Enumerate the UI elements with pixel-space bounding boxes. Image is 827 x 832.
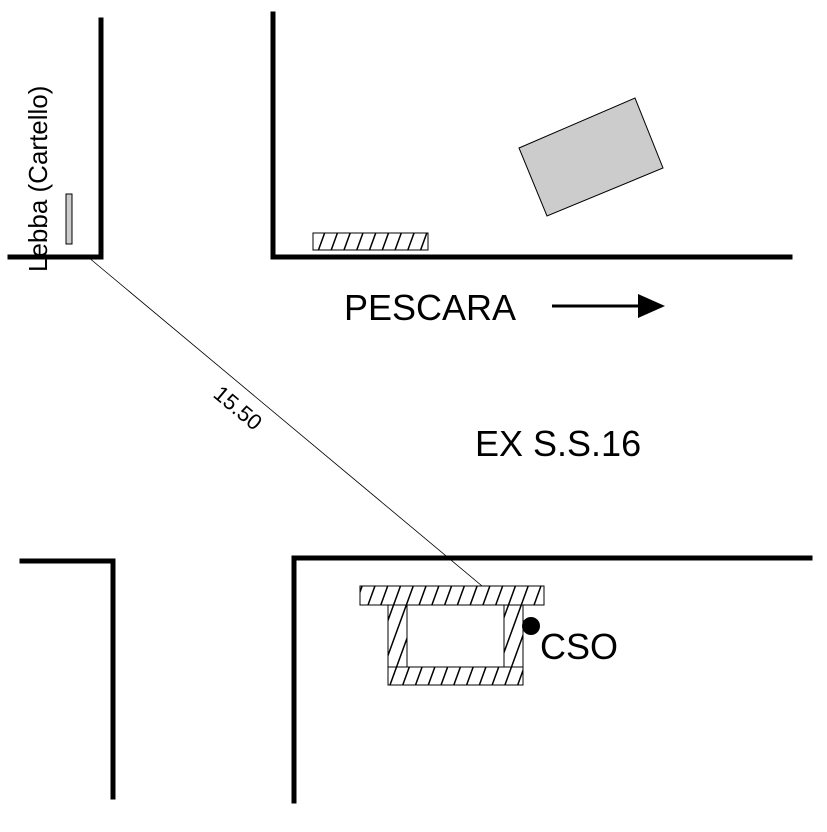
point-label: CSO xyxy=(540,626,618,667)
road-edges xyxy=(7,11,813,804)
hatched-structure-left xyxy=(387,604,408,668)
hatched-structure-top xyxy=(359,585,545,606)
direction-arrow-icon xyxy=(552,294,665,318)
sign-label: Lebba (Cartello) xyxy=(23,86,53,272)
hatched-structure-right xyxy=(503,604,524,668)
hatched-strip-top xyxy=(312,232,429,251)
hatched-structure xyxy=(359,585,545,686)
road-name-label: EX S.S.16 xyxy=(475,423,641,464)
hatched-structure-bottom xyxy=(387,666,524,686)
sign-marker xyxy=(65,193,73,245)
hatched-structure-inner xyxy=(406,604,505,668)
cso-point xyxy=(522,617,540,635)
distance-label: 15.50 xyxy=(209,381,267,436)
building xyxy=(518,97,664,217)
road-edge-bottom-right xyxy=(291,555,813,804)
road-edge-bottom-left xyxy=(19,558,116,800)
road-edge-top-right xyxy=(270,11,793,260)
direction-label: PESCARA xyxy=(344,287,516,328)
road-edge-top-left xyxy=(7,17,104,260)
distance-line xyxy=(87,256,531,627)
